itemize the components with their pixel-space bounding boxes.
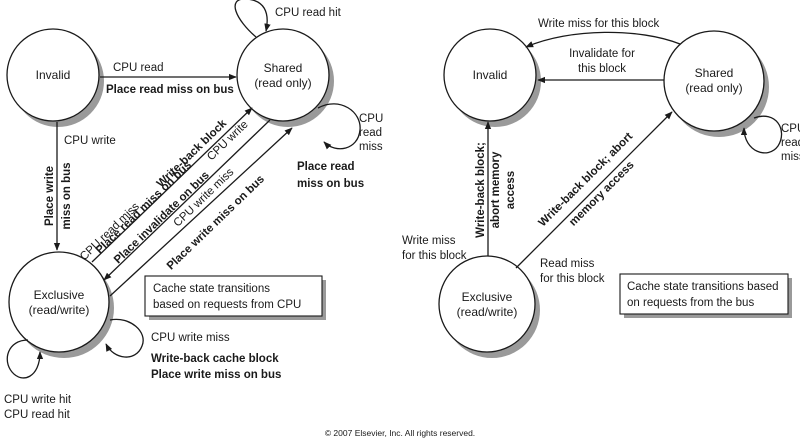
left-shared-read-miss-action-2: miss on bus [297, 178, 364, 190]
right-exclusive-to-invalid-event-1: Write miss [402, 235, 456, 247]
right-exclusive-to-shared-arrow [515, 111, 673, 269]
right-shared-sublabel: (read only) [685, 81, 742, 95]
left-caption-1: Cache state transitions [153, 283, 270, 295]
left-shared-read-miss-1: CPU [359, 113, 383, 125]
left-invalid-to-exclusive-event: CPU write [64, 135, 116, 147]
right-exclusive-to-shared-event-1: Read miss [540, 258, 595, 270]
right-shared-to-invalid-inner-2: this block [578, 63, 626, 75]
left-shared-read-miss-2: read [359, 127, 382, 139]
left-exclusive-hit-loop [6, 339, 44, 379]
left-invalid-to-shared-event: CPU read [113, 62, 164, 74]
left-invalid-to-shared-action: Place read miss on bus [106, 84, 234, 96]
right-exclusive-to-invalid-action-2: abort memory [490, 151, 502, 228]
right-exclusive-to-invalid-action-1: Write-back block; [475, 142, 487, 238]
right-exclusive-to-invalid-action-3: access [505, 171, 517, 209]
left-exclusive-label: Exclusive [34, 288, 85, 302]
left-state-exclusive: Exclusive (read/write) [8, 251, 114, 358]
left-invalid-to-exclusive-action-2: miss on bus [61, 162, 73, 229]
right-shared-to-invalid-outer-label: Write miss for this block [538, 18, 659, 30]
copyright-notice: © 2007 Elsevier, Inc. All rights reserve… [325, 428, 475, 438]
right-exclusive-sublabel: (read/write) [457, 305, 518, 319]
left-exclusive-hit-label-1: CPU write hit [4, 394, 72, 406]
left-diagram: Invalid Shared (read only) Exclusive (re… [4, 0, 383, 421]
left-exclusive-write-miss-action-2: Place write miss on bus [151, 369, 281, 381]
right-shared-label: Shared [695, 66, 734, 80]
left-shared-to-exclusive-write-arrow [103, 119, 271, 281]
right-shared-read-miss-loop [740, 115, 783, 154]
right-shared-to-invalid-inner-1: Invalidate for [569, 48, 635, 60]
right-shared-read-miss-1: CPU [781, 123, 800, 135]
right-invalid-label: Invalid [473, 68, 508, 82]
right-caption-1: Cache state transitions based [627, 281, 779, 293]
left-shared-label: Shared [264, 61, 303, 75]
right-state-shared: Shared (read only) [663, 30, 769, 137]
left-exclusive-to-shared-write-miss-arrow [109, 127, 293, 297]
left-exclusive-to-shared-read-miss-arrow [91, 107, 253, 263]
left-shared-read-miss-action-1: Place read [297, 161, 355, 173]
left-caption-2: based on requests from CPU [153, 299, 301, 311]
left-shared-sublabel: (read only) [254, 76, 311, 90]
right-shared-read-miss-2: read [781, 137, 800, 149]
left-shared-read-miss-loop [317, 103, 361, 150]
right-state-invalid: Invalid [443, 28, 541, 127]
left-exclusive-sublabel: (read/write) [29, 303, 90, 317]
left-invalid-to-exclusive-action-1: Place write [44, 166, 56, 226]
right-exclusive-label: Exclusive [462, 290, 513, 304]
left-exclusive-write-miss-action-1: Write-back cache block [151, 353, 279, 365]
left-state-shared: Shared (read only) [236, 28, 334, 127]
left-exclusive-write-miss-label: CPU write miss [151, 332, 230, 344]
right-shared-to-invalid-outer-arrow [525, 31, 681, 48]
left-shared-read-miss-3: miss [359, 141, 383, 153]
left-exclusive-hit-label-2: CPU read hit [4, 409, 71, 421]
left-invalid-label: Invalid [36, 68, 71, 82]
left-shared-read-hit-loop [234, 0, 271, 38]
left-shared-read-hit-label: CPU read hit [275, 7, 342, 19]
right-state-exclusive: Exclusive (read/write) [438, 255, 540, 358]
left-caption-box: Cache state transitions based on request… [144, 275, 326, 320]
right-diagram: Invalid Shared (read only) Exclusive (re… [402, 18, 800, 358]
right-shared-read-miss-3: miss [781, 151, 800, 163]
left-exclusive-write-miss-loop [105, 318, 144, 358]
right-caption-box: Cache state transitions based on request… [619, 273, 792, 318]
right-exclusive-to-invalid-event-2: for this block [402, 250, 467, 262]
left-state-invalid: Invalid [6, 28, 104, 127]
right-caption-2: on requests from the bus [627, 297, 754, 309]
right-exclusive-to-shared-event-2: for this block [540, 273, 605, 285]
